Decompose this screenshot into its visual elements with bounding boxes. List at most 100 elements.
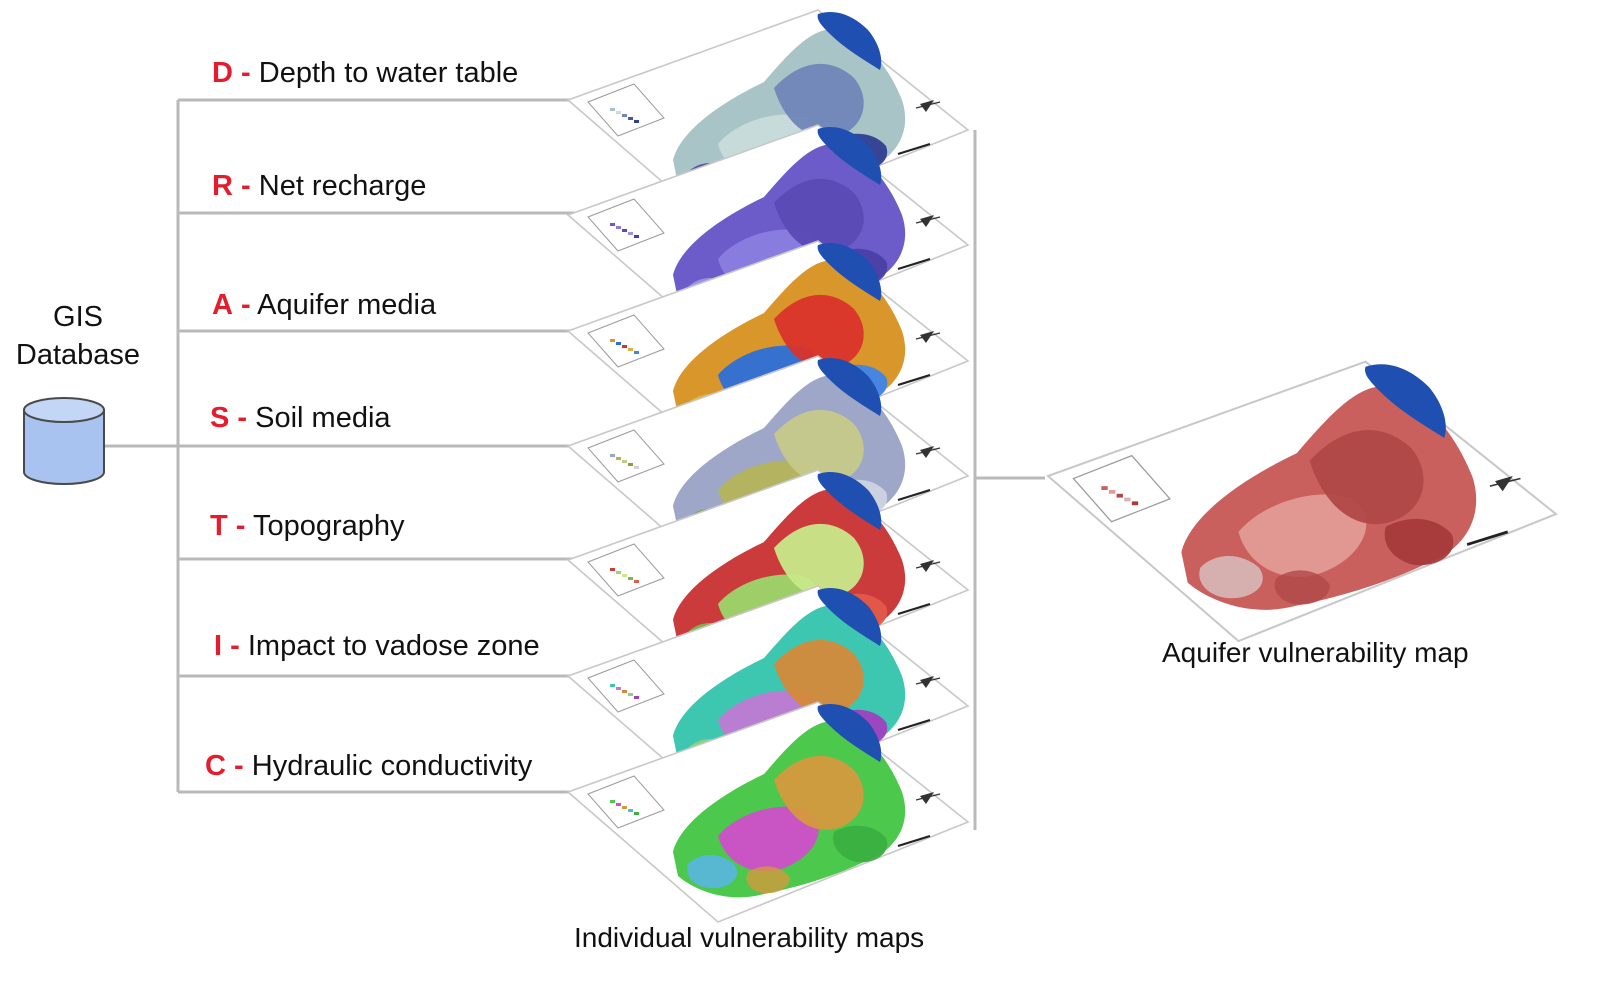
legend-swatch: [610, 223, 615, 226]
terrain-region: [1199, 556, 1263, 599]
gis-label-line1: GIS: [53, 301, 103, 333]
layer-name: Soil media: [255, 402, 391, 434]
legend-swatch: [610, 108, 615, 111]
layer-label-depth: D - Depth to water table: [212, 59, 518, 88]
basin-region: [1365, 364, 1446, 438]
map-legend-box: [587, 314, 665, 368]
terrain-region: [1309, 430, 1424, 525]
legend-swatch: [610, 454, 615, 457]
terrain-region: [833, 825, 888, 863]
north-arrow-icon: [920, 792, 934, 804]
scale-bar: [897, 834, 931, 848]
legend-swatch: [616, 457, 621, 460]
scale-bar: [897, 488, 931, 502]
layer-dash: -: [235, 510, 246, 542]
scale-bar: [897, 142, 931, 156]
basin-region: [817, 357, 882, 416]
legend-swatch: [622, 114, 627, 117]
basin-region: [817, 471, 882, 530]
legend-swatch: [634, 235, 639, 238]
legend-swatch: [610, 339, 615, 342]
layer-name: Aquifer media: [257, 289, 437, 321]
layer-letter: I: [214, 630, 223, 662]
north-arrow-icon: [915, 793, 941, 801]
map-legend-box: [587, 429, 665, 483]
scale-bar: [897, 373, 931, 387]
north-arrow-icon: [920, 331, 934, 343]
map-stack: [566, 9, 970, 923]
north-arrow-icon: [920, 100, 934, 112]
terrain-region: [1384, 518, 1454, 566]
map-sheet-layer-7: [566, 701, 970, 923]
legend-swatch: [628, 809, 633, 812]
result-map-caption: Aquifer vulnerability map: [1162, 637, 1469, 668]
north-arrow-icon: [1489, 477, 1521, 487]
layer-letter: S: [210, 402, 230, 434]
layer-label-recharge: R - Net recharge: [212, 172, 426, 201]
legend-swatch: [1116, 493, 1123, 498]
legend-swatch: [616, 111, 621, 114]
legend-swatch: [616, 342, 621, 345]
map-legend-box: [587, 83, 665, 137]
legend-swatch: [616, 226, 621, 229]
terrain-region: [718, 806, 819, 872]
gis-label-line2: Database: [15, 339, 141, 371]
terrain-region: [774, 523, 864, 598]
layer-label-aquifer: A - Aquifer media: [212, 291, 436, 320]
basin-region: [817, 242, 882, 301]
terrain-region: [774, 294, 864, 369]
terrain-region: [1274, 570, 1330, 605]
map-legend-box: [587, 543, 665, 597]
north-arrow-icon: [920, 676, 934, 688]
layer-name: Hydraulic conductivity: [251, 750, 533, 782]
layer-letter: A: [212, 289, 233, 321]
north-arrow-icon: [920, 215, 934, 227]
legend-swatch: [1124, 497, 1131, 502]
north-arrow-icon: [915, 332, 941, 340]
map-sheet-result: [1046, 360, 1558, 643]
legend-swatch: [634, 466, 639, 469]
result-map: [1046, 360, 1558, 643]
legend-swatch: [634, 351, 639, 354]
layer-label-topography: T - Topography: [210, 512, 405, 541]
north-arrow-icon: [920, 446, 934, 458]
layer-dash: -: [241, 289, 251, 321]
legend-swatch: [622, 574, 627, 577]
legend-swatch: [634, 696, 639, 699]
basin-region: [817, 11, 882, 70]
legend-swatch: [622, 345, 627, 348]
north-arrow-icon: [915, 561, 941, 569]
layer-name: Impact to vadose zone: [247, 630, 540, 662]
layer-label-conductivity: C - Hydraulic conductivity: [205, 752, 532, 781]
legend-swatch: [622, 229, 627, 232]
north-arrow-icon: [915, 101, 941, 109]
scale-bar: [897, 602, 931, 616]
layer-letter: D: [212, 57, 233, 89]
map-legend-box: [587, 198, 665, 252]
terrain-region: [774, 409, 864, 484]
layer-name: Depth to water table: [258, 57, 519, 89]
layer-dash: -: [237, 402, 248, 434]
legend-swatch: [616, 571, 621, 574]
terrain-region: [774, 63, 864, 138]
terrain-region: [774, 639, 864, 714]
legend-swatch: [634, 120, 639, 123]
layer-dash: -: [230, 630, 240, 662]
terrain-region: [1238, 494, 1367, 577]
basin-region: [817, 126, 882, 185]
legend-swatch: [622, 690, 627, 693]
legend-swatch: [616, 687, 621, 690]
legend-swatch: [610, 568, 615, 571]
legend-swatch: [634, 580, 639, 583]
cylinder-body: [23, 409, 105, 485]
legend-swatch: [628, 232, 633, 235]
layer-label-vadose: I - Impact to vadose zone: [214, 632, 540, 661]
legend-swatch: [616, 803, 621, 806]
map-legend-box: [587, 659, 665, 713]
map-legend-box: [587, 775, 665, 829]
legend-swatch: [634, 812, 639, 815]
map-legend-box: [1072, 454, 1171, 523]
cylinder-top: [23, 397, 105, 423]
